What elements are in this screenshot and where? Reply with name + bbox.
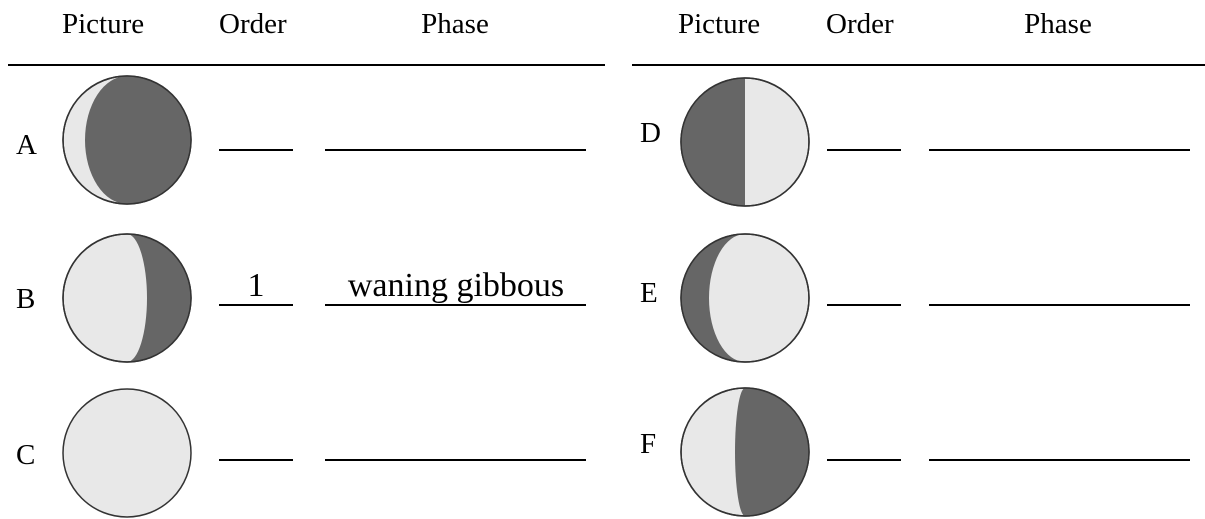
header-phase-left: Phase <box>421 8 489 40</box>
order-blank-a[interactable] <box>219 149 293 151</box>
moon-phase-d-icon <box>680 77 810 207</box>
order-answer-b[interactable]: 1 <box>247 267 265 304</box>
order-blank-e[interactable] <box>827 304 901 306</box>
header-picture-left: Picture <box>62 8 145 40</box>
row-letter-b: B <box>16 283 36 315</box>
order-blank-d[interactable] <box>827 149 901 151</box>
header-divider-right <box>632 64 1205 66</box>
header-picture-right: Picture <box>678 8 761 40</box>
moon-phase-b-icon <box>62 233 192 363</box>
moon-phase-e-icon <box>680 233 810 363</box>
row-letter-d: D <box>640 117 661 149</box>
moon-phase-a-icon <box>62 75 192 205</box>
moon-phase-c-icon <box>62 388 192 518</box>
phase-blank-c[interactable] <box>325 459 586 461</box>
header-order-right: Order <box>826 8 894 40</box>
row-letter-e: E <box>640 277 658 309</box>
order-blank-f[interactable] <box>827 459 901 461</box>
row-letter-c: C <box>16 439 36 471</box>
moon-phase-f-icon <box>680 387 810 517</box>
phase-blank-e[interactable] <box>929 304 1190 306</box>
order-blank-b[interactable] <box>219 304 293 306</box>
order-blank-c[interactable] <box>219 459 293 461</box>
row-letter-a: A <box>16 129 37 161</box>
phase-blank-f[interactable] <box>929 459 1190 461</box>
row-letter-f: F <box>640 428 657 460</box>
phase-answer-b[interactable]: waning gibbous <box>347 267 565 304</box>
header-divider-left <box>8 64 605 66</box>
phase-blank-b[interactable] <box>325 304 586 306</box>
phase-blank-a[interactable] <box>325 149 586 151</box>
header-order-left: Order <box>219 8 287 40</box>
header-phase-right: Phase <box>1024 8 1092 40</box>
phase-blank-d[interactable] <box>929 149 1190 151</box>
